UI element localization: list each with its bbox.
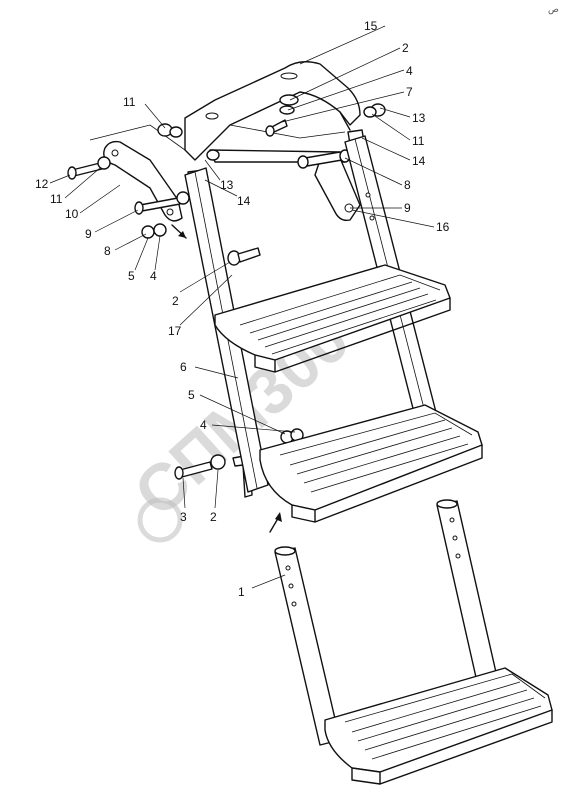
callout-14-right: 14 [412, 154, 426, 168]
callout-2-mid: 2 [172, 294, 179, 308]
callout-4-top: 4 [406, 64, 413, 78]
callout-2-top: 2 [402, 41, 409, 55]
callout-6: 6 [180, 360, 187, 374]
hardware [67, 94, 386, 498]
callout-13-right: 13 [412, 111, 426, 125]
callout-17: 17 [168, 324, 182, 338]
callout-8-left: 8 [104, 244, 111, 258]
lower-ladder [274, 499, 553, 785]
callout-2-lower: 2 [210, 510, 217, 524]
callout-11-right: 11 [412, 134, 425, 148]
callout-5-left: 5 [128, 269, 135, 283]
callout-4-left: 4 [150, 269, 157, 283]
callout-16: 16 [436, 220, 450, 234]
callout-10: 10 [65, 207, 79, 221]
callout-3: 3 [180, 510, 187, 524]
callout-9-left: 9 [85, 227, 92, 241]
callout-7: 7 [406, 85, 413, 99]
callout-8-right: 8 [404, 178, 411, 192]
corner-mark: ص [548, 4, 559, 15]
callout-12: 12 [35, 177, 49, 191]
callout-11-left-top: 11 [123, 95, 136, 109]
callout-5-lower: 5 [188, 388, 195, 402]
assembly-arrows [171, 224, 282, 533]
callout-9-right: 9 [404, 201, 411, 215]
upper-ladder [184, 135, 483, 523]
callout-13-left: 13 [220, 178, 234, 192]
leader-lines [49, 25, 435, 589]
callout-4-lower: 4 [200, 418, 207, 432]
callout-labels: 15 2 4 7 13 11 14 8 9 16 11 13 14 12 11 … [35, 19, 450, 599]
top-bracket [184, 61, 361, 161]
watermark-mark [137, 497, 183, 543]
callout-14-left: 14 [237, 194, 251, 208]
callout-1: 1 [238, 585, 245, 599]
callout-11-left: 11 [50, 192, 63, 206]
callout-15: 15 [364, 19, 378, 33]
